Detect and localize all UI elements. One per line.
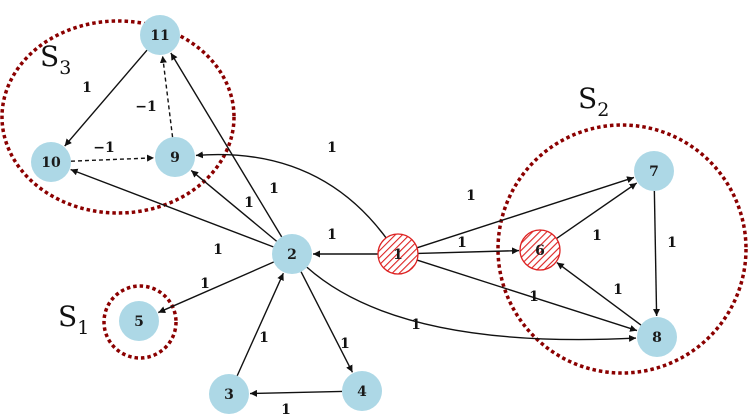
node-1-circle <box>377 233 419 275</box>
node-4-label: 4 <box>357 384 367 400</box>
edge-1-to-8 <box>416 259 638 332</box>
node-5-circle <box>119 301 159 341</box>
node-4: 4 <box>342 371 382 411</box>
set-ring-s1 <box>102 284 178 360</box>
edge-4-to-3 <box>249 389 343 397</box>
edge-3-to-2 <box>236 272 285 377</box>
edge-6-to-7 <box>556 182 638 240</box>
edge-weight-11-to-10: 1 <box>82 80 92 96</box>
edge-1-to-6 <box>417 247 520 255</box>
node-2-circle <box>272 234 312 274</box>
edge-weight-2-to-10: 1 <box>213 242 223 258</box>
node-7-label: 7 <box>649 164 659 180</box>
node-9-label: 9 <box>170 150 180 166</box>
edge-weight-2-to-4: 1 <box>340 336 350 352</box>
edge-weight-2-to-11: 1 <box>269 181 279 197</box>
edge-weight-7-to-8: 1 <box>667 235 677 251</box>
node-10: 10 <box>31 142 71 182</box>
node-3-label: 3 <box>224 387 234 403</box>
node-4-circle <box>342 371 382 411</box>
edge-weight-1-to-7: 1 <box>466 188 476 204</box>
node-3: 3 <box>209 374 249 414</box>
node-9-circle <box>155 137 195 177</box>
set-labels: S3 S2 S1 <box>40 40 609 339</box>
edge-2-to-11 <box>170 52 283 238</box>
edge-8-to-6 <box>556 261 642 326</box>
edge-weight-1-to-2: 1 <box>327 227 337 243</box>
edge-weight-6-to-7: 1 <box>592 228 602 244</box>
edge-weight-1-to-9: 1 <box>327 140 337 156</box>
node-9: 9 <box>155 137 195 177</box>
node-7: 7 <box>634 151 674 191</box>
set-ring-s2 <box>496 123 748 375</box>
edge-2-to-4 <box>300 271 354 373</box>
node-11: 11 <box>140 15 180 55</box>
node-5: 5 <box>119 301 159 341</box>
node-5-label: 5 <box>134 314 144 330</box>
set-label-s2: S2 <box>578 82 609 121</box>
edge-weight-8-to-6: 1 <box>613 282 623 298</box>
node-8-circle <box>637 317 677 357</box>
node-8: 8 <box>637 317 677 357</box>
edge-1-to-7 <box>416 176 635 249</box>
edge-7-to-8 <box>652 190 660 317</box>
set-label-s3: S3 <box>40 40 71 79</box>
node-11-label: 11 <box>150 28 169 44</box>
node-10-label: 10 <box>41 155 61 171</box>
node-2-label: 2 <box>287 247 297 263</box>
edge-weight-2-to-9: 1 <box>244 195 254 211</box>
node-8-label: 8 <box>652 330 662 346</box>
edge-weight-4-to-3: 1 <box>281 402 291 416</box>
edge-1-to-9 <box>195 151 387 239</box>
edge-2-to-10 <box>70 168 274 248</box>
edge-weight-2-to-8: 1 <box>411 317 421 333</box>
node-6: 6 <box>519 229 561 271</box>
edge-2-to-8 <box>306 266 637 342</box>
edge-2-to-9 <box>190 169 278 242</box>
edge-10-to-9 <box>70 154 155 162</box>
node-10-circle <box>31 142 71 182</box>
edge-2-to-5 <box>157 261 274 314</box>
edge-weight-2-to-5: 1 <box>200 276 210 292</box>
edge-weight-1-to-8: 1 <box>529 289 539 305</box>
node-6-label: 6 <box>535 243 545 259</box>
set-rings <box>0 19 748 375</box>
node-2: 2 <box>272 234 312 274</box>
node-3-circle <box>209 374 249 414</box>
edge-11-to-10 <box>64 49 148 147</box>
edge-weight-3-to-2: 1 <box>259 330 269 346</box>
edge-weight-1-to-6: 1 <box>457 235 467 251</box>
set-label-s1: S1 <box>58 300 89 339</box>
set-ring-s3 <box>0 19 236 215</box>
node-6-circle <box>519 229 561 271</box>
node-1-label: 1 <box>393 247 403 263</box>
node-7-circle <box>634 151 674 191</box>
edge-weight-10-to-9: −1 <box>93 140 114 156</box>
edge-9-to-11 <box>159 55 174 138</box>
node-11-circle <box>140 15 180 55</box>
node-1: 1 <box>377 233 419 275</box>
edge-weight-9-to-11: −1 <box>135 99 156 115</box>
